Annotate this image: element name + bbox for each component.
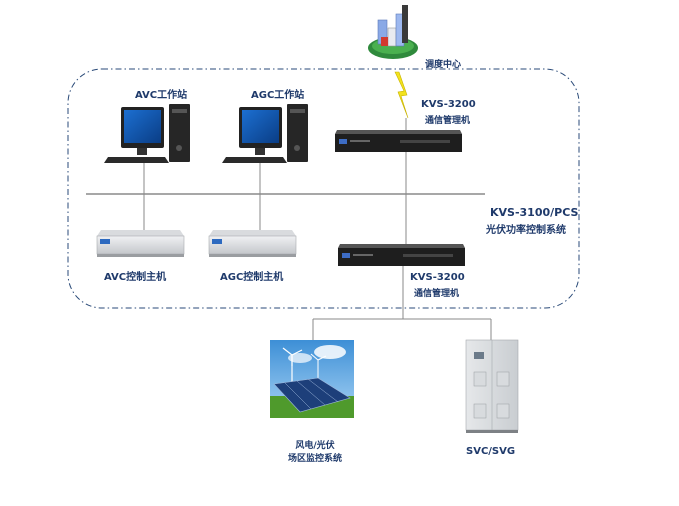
- svc-label: SVC/SVG: [466, 446, 516, 457]
- svc-cabinet-icon: [465, 339, 519, 433]
- comm-bottom-model-label: KVS-3200: [410, 272, 465, 283]
- comm-manager-top-icon: [335, 130, 462, 152]
- avc-workstation-computer-icon: [104, 104, 190, 163]
- system-boundary: [67, 68, 580, 309]
- dispatch-center-building-icon: [368, 5, 418, 59]
- agc-control-host-icon: [208, 230, 297, 257]
- system-name-label: 光伏功率控制系统: [486, 225, 566, 236]
- station-label-line1: 风电/光伏: [295, 441, 335, 451]
- avc-host-label: AVC控制主机: [104, 272, 167, 283]
- dispatch-center-label: 调度中心: [425, 60, 462, 70]
- comm-manager-bottom-icon: [338, 244, 465, 266]
- avc-workstation-label: AVC工作站: [135, 90, 188, 101]
- comm-bottom-name-label: 通信管理机: [414, 289, 460, 299]
- comm-top-model-label: KVS-3200: [421, 99, 476, 110]
- agc-host-label: AGC控制主机: [220, 272, 284, 283]
- avc-control-host-icon: [96, 230, 185, 257]
- system-model-label: KVS-3100/PCS: [490, 206, 579, 219]
- station-label-line2: 场区监控系统: [287, 454, 342, 464]
- agc-workstation-label: AGC工作站: [251, 90, 305, 101]
- comm-top-name-label: 通信管理机: [425, 116, 471, 126]
- wind-solar-farm-icon: [270, 340, 354, 418]
- wireless-link-lightning: [394, 71, 409, 119]
- agc-workstation-computer-icon: [222, 104, 308, 163]
